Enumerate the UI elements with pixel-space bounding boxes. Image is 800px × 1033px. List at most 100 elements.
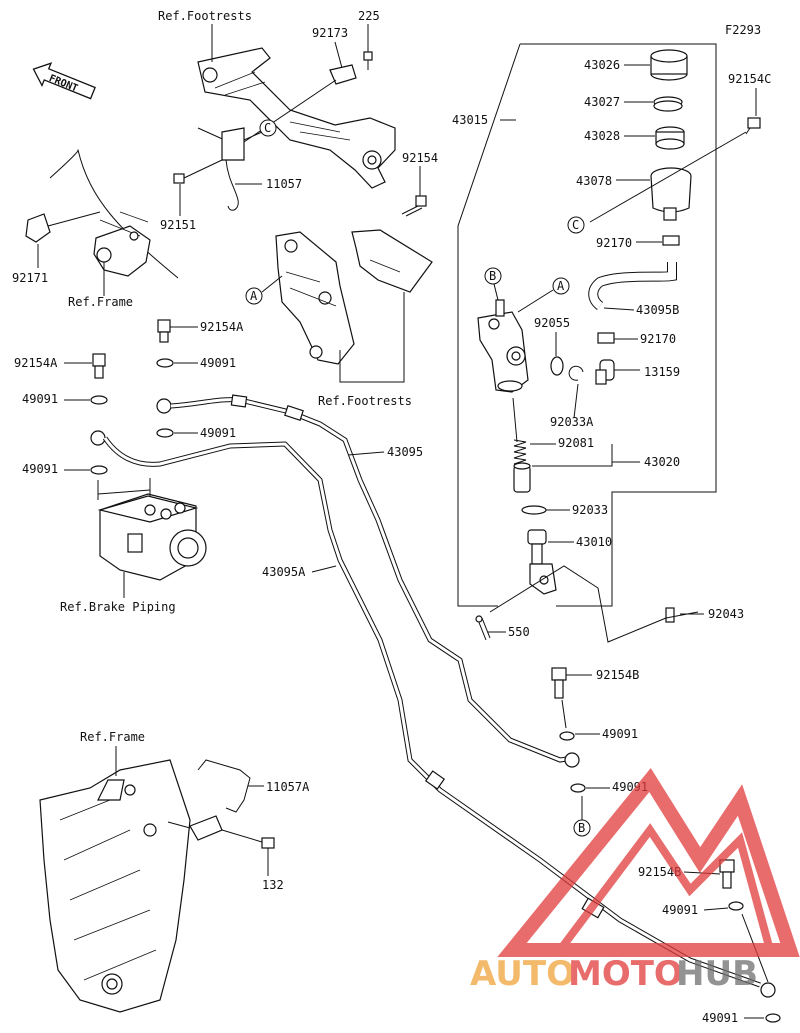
washer-49091-3: [156, 428, 174, 438]
callout-b-top: [484, 267, 502, 285]
callout-a-left-label: A: [250, 289, 258, 303]
part-43015: 43015: [452, 113, 488, 127]
washer-49091-4: [90, 465, 108, 475]
callout-b-top-label: B: [489, 269, 496, 283]
part-92033a: 92033A: [550, 415, 594, 429]
piston-43020: [513, 462, 531, 493]
o-ring-92055: [550, 356, 564, 376]
part-43026: 43026: [584, 58, 620, 72]
circlip-92033a: [568, 365, 584, 381]
part-132: 132: [262, 878, 284, 892]
footrest-bracket-upper: [197, 47, 396, 189]
screw-225: [363, 51, 373, 70]
callout-c-top-label: C: [264, 121, 271, 135]
banjo-fitting-lower: [90, 430, 106, 446]
part-92170-2: 92170: [640, 332, 676, 346]
part-92170-1: 92170: [596, 236, 632, 250]
ref-footrests-top: Ref.Footrests: [158, 9, 252, 23]
footrest-bracket-lower: [275, 229, 433, 365]
watermark-logo: AUTO MOTO HUB: [470, 767, 800, 994]
part-49091-2: 49091: [22, 392, 58, 406]
bracket-11057: [221, 127, 245, 211]
part-43028: 43028: [584, 129, 620, 143]
callout-c-right-label: C: [572, 218, 579, 232]
part-92154b-2: 92154B: [638, 865, 681, 879]
callout-a-right: [552, 277, 570, 295]
part-43095: 43095: [387, 445, 423, 459]
part-11057a: 11057A: [266, 780, 310, 794]
part-92151: 92151: [160, 218, 196, 232]
abs-unit: [97, 478, 207, 581]
callout-c-top: [259, 119, 277, 137]
pin-92043: [665, 607, 699, 623]
part-49091-7: 49091: [662, 903, 698, 917]
part-225: 225: [358, 9, 380, 23]
ref-brake-piping: Ref.Brake Piping: [60, 600, 176, 614]
callout-c-right: [567, 216, 585, 234]
bolt-92154b-2: [719, 859, 735, 889]
washer-49091-2: [90, 395, 108, 405]
watermark-moto: MOTO: [568, 954, 683, 994]
part-92154-top: 92154: [402, 151, 438, 165]
part-43078: 43078: [576, 174, 612, 188]
bracket-11057a: [189, 759, 251, 841]
callout-b-bottom-label: B: [578, 821, 585, 835]
reservoir-cap-43026: [650, 49, 688, 81]
clamp-92173: [329, 64, 357, 85]
washer-49091-8: [765, 1013, 781, 1023]
master-cylinder-group-box: [457, 43, 717, 607]
spring-92081: [513, 439, 527, 465]
damper-92171: [25, 213, 51, 243]
cotter-pin-550: [475, 615, 491, 641]
part-11057: 11057: [266, 177, 302, 191]
bolt-92151: [173, 159, 223, 184]
watermark-auto: AUTO: [470, 954, 575, 994]
brake-hose-43095: [170, 397, 575, 763]
bolt-92154: [401, 195, 427, 217]
bolt-92154b-1: [551, 667, 567, 699]
part-92081: 92081: [558, 436, 594, 450]
clip-92170-1: [662, 235, 680, 246]
bolt-92154c: [745, 117, 761, 135]
part-92154a-2: 92154A: [14, 356, 58, 370]
part-49091-3: 49091: [200, 426, 236, 440]
part-49091-5: 49091: [602, 727, 638, 741]
bolt-132: [221, 829, 275, 849]
part-43095b: 43095B: [636, 303, 679, 317]
washer-49091-7: [728, 901, 744, 911]
part-43027: 43027: [584, 95, 620, 109]
bolt-92154a-1: [157, 319, 171, 343]
callout-a-left: [245, 287, 263, 305]
part-92154a-1: 92154A: [200, 320, 244, 334]
callout-a-right-label: A: [557, 279, 565, 293]
push-rod-43010: [527, 529, 557, 595]
part-550: 550: [508, 625, 530, 639]
diaphragm-43028: [655, 126, 685, 150]
part-92043: 92043: [708, 607, 744, 621]
banjo-fitting-upper: [156, 398, 172, 414]
washer-49091-1: [156, 358, 174, 368]
part-43095a: 43095A: [262, 565, 306, 579]
bolt-92154a-2: [92, 353, 106, 379]
part-92154b-1: 92154B: [596, 668, 639, 682]
reservoir-tank-43078: [650, 167, 692, 221]
fitting-13159: [595, 359, 615, 385]
part-49091-4: 49091: [22, 462, 58, 476]
part-49091-1: 49091: [200, 356, 236, 370]
washer-49091-5: [559, 731, 575, 741]
part-92033: 92033: [572, 503, 608, 517]
washer-49091-6: [570, 783, 586, 793]
part-13159: 13159: [644, 365, 680, 379]
part-92055: 92055: [534, 316, 570, 330]
ref-frame-top: Ref.Frame: [68, 295, 133, 309]
watermark-hub: HUB: [676, 954, 758, 994]
master-cylinder-body: [477, 299, 529, 393]
banjo-fitting-lower-right: [564, 752, 580, 768]
diagram-code: F2293: [725, 23, 761, 37]
front-arrow-icon: FRONT: [32, 62, 96, 100]
plate-43027: [653, 96, 683, 112]
part-92173: 92173: [312, 26, 348, 40]
banjo-fitting-bottom-right: [760, 982, 776, 998]
